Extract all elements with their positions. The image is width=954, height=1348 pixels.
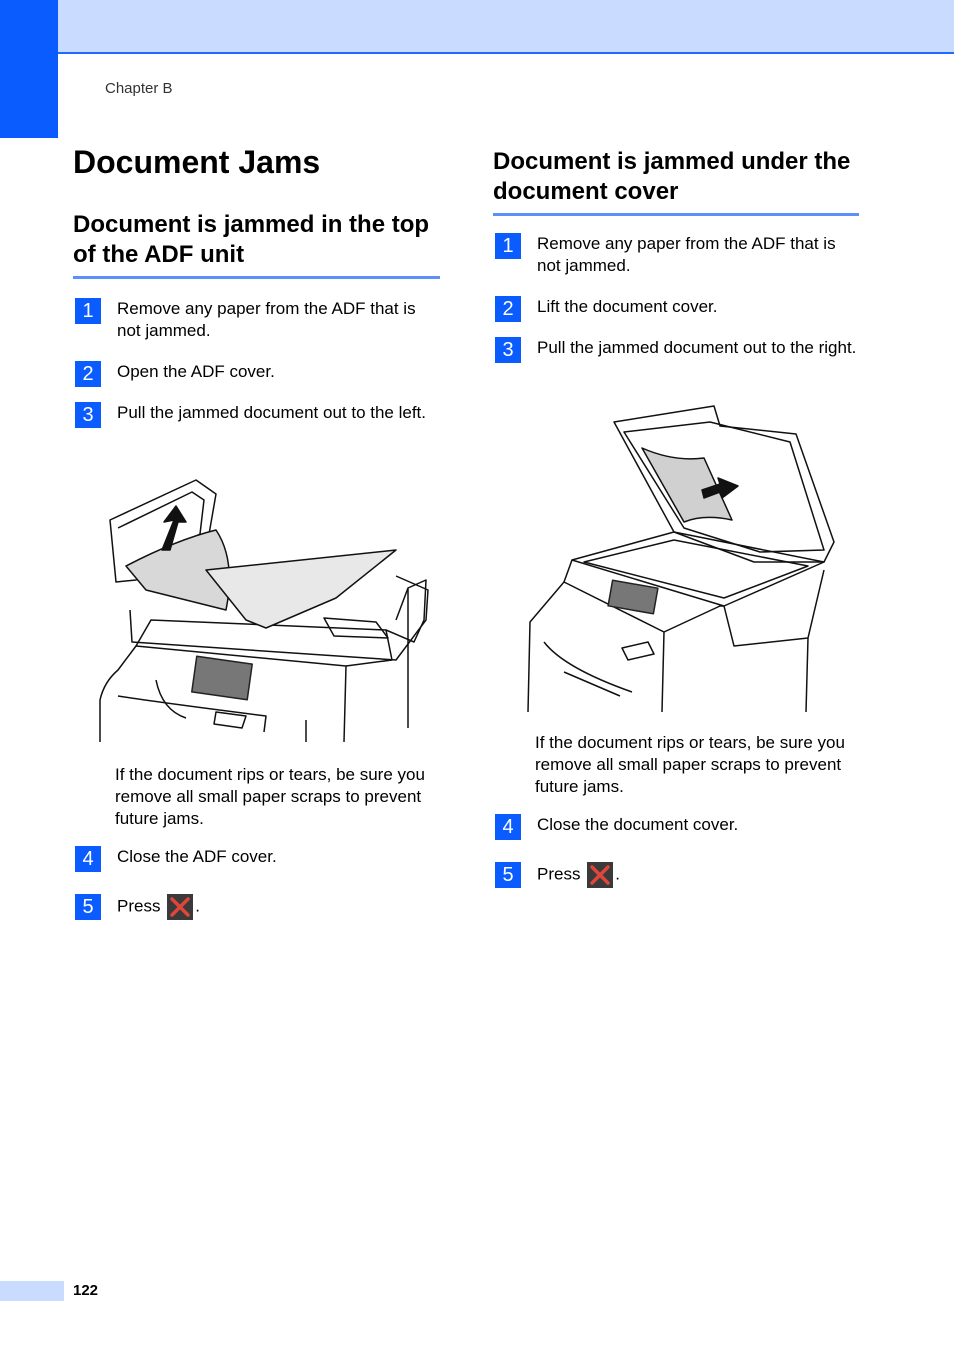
right-step-2: 2 Lift the document cover.: [495, 296, 859, 322]
header-band: [58, 0, 954, 54]
page-number: 122: [73, 1282, 99, 1299]
left-step-5: 5 Press .: [75, 894, 440, 920]
step-number-badge: 1: [495, 233, 521, 259]
step-text: Lift the document cover.: [537, 297, 718, 316]
step-number-badge: 2: [75, 361, 101, 387]
left-note: If the document rips or tears, be sure y…: [115, 765, 425, 828]
step-number-badge: 5: [495, 862, 521, 888]
left-step-1: 1 Remove any paper from the ADF that is …: [75, 298, 440, 342]
left-section-heading: Document is jammed in the top of the ADF…: [73, 210, 440, 279]
adf-jam-illustration: [99, 479, 429, 743]
step-text: Close the ADF cover.: [117, 847, 277, 866]
chapter-tab: [0, 0, 58, 138]
period: .: [615, 864, 620, 884]
step-number-badge: 3: [75, 402, 101, 428]
stop-x-icon: [167, 894, 194, 920]
step-text: Press .: [537, 862, 620, 888]
left-step-2: 2 Open the ADF cover.: [75, 361, 440, 387]
step-number-badge: 4: [75, 846, 101, 872]
stop-x-icon: [587, 862, 614, 888]
press-label: Press: [117, 896, 161, 916]
step-text: Open the ADF cover.: [117, 362, 275, 381]
step-text: Close the document cover.: [537, 815, 739, 834]
step-number-badge: 5: [75, 894, 101, 920]
step-number-badge: 4: [495, 814, 521, 840]
left-step-4: 4 Close the ADF cover.: [75, 846, 440, 872]
right-step-5: 5 Press .: [495, 862, 859, 888]
step-text: Pull the jammed document out to the left…: [117, 403, 427, 422]
right-note: If the document rips or tears, be sure y…: [535, 733, 845, 796]
left-step-3: 3 Pull the jammed document out to the le…: [75, 402, 440, 428]
step-text: Press .: [117, 894, 200, 920]
right-step-3: 3 Pull the jammed document out to the ri…: [495, 337, 859, 363]
step-text: Remove any paper from the ADF that is no…: [537, 234, 836, 275]
page-title: Document Jams: [73, 144, 321, 180]
document-cover-jam-illustration: [527, 405, 835, 713]
page-number-bar: [0, 1281, 64, 1301]
chapter-label: Chapter B: [105, 80, 173, 97]
press-label: Press: [537, 864, 581, 884]
step-number-badge: 1: [75, 298, 101, 324]
step-text: Pull the jammed document out to the righ…: [537, 338, 857, 357]
step-number-badge: 3: [495, 337, 521, 363]
right-section-heading: Document is jammed under the document co…: [493, 147, 859, 216]
right-step-4: 4 Close the document cover.: [495, 814, 859, 840]
step-text: Remove any paper from the ADF that is no…: [117, 299, 416, 340]
right-step-1: 1 Remove any paper from the ADF that is …: [495, 233, 859, 277]
step-number-badge: 2: [495, 296, 521, 322]
period: .: [195, 896, 200, 916]
